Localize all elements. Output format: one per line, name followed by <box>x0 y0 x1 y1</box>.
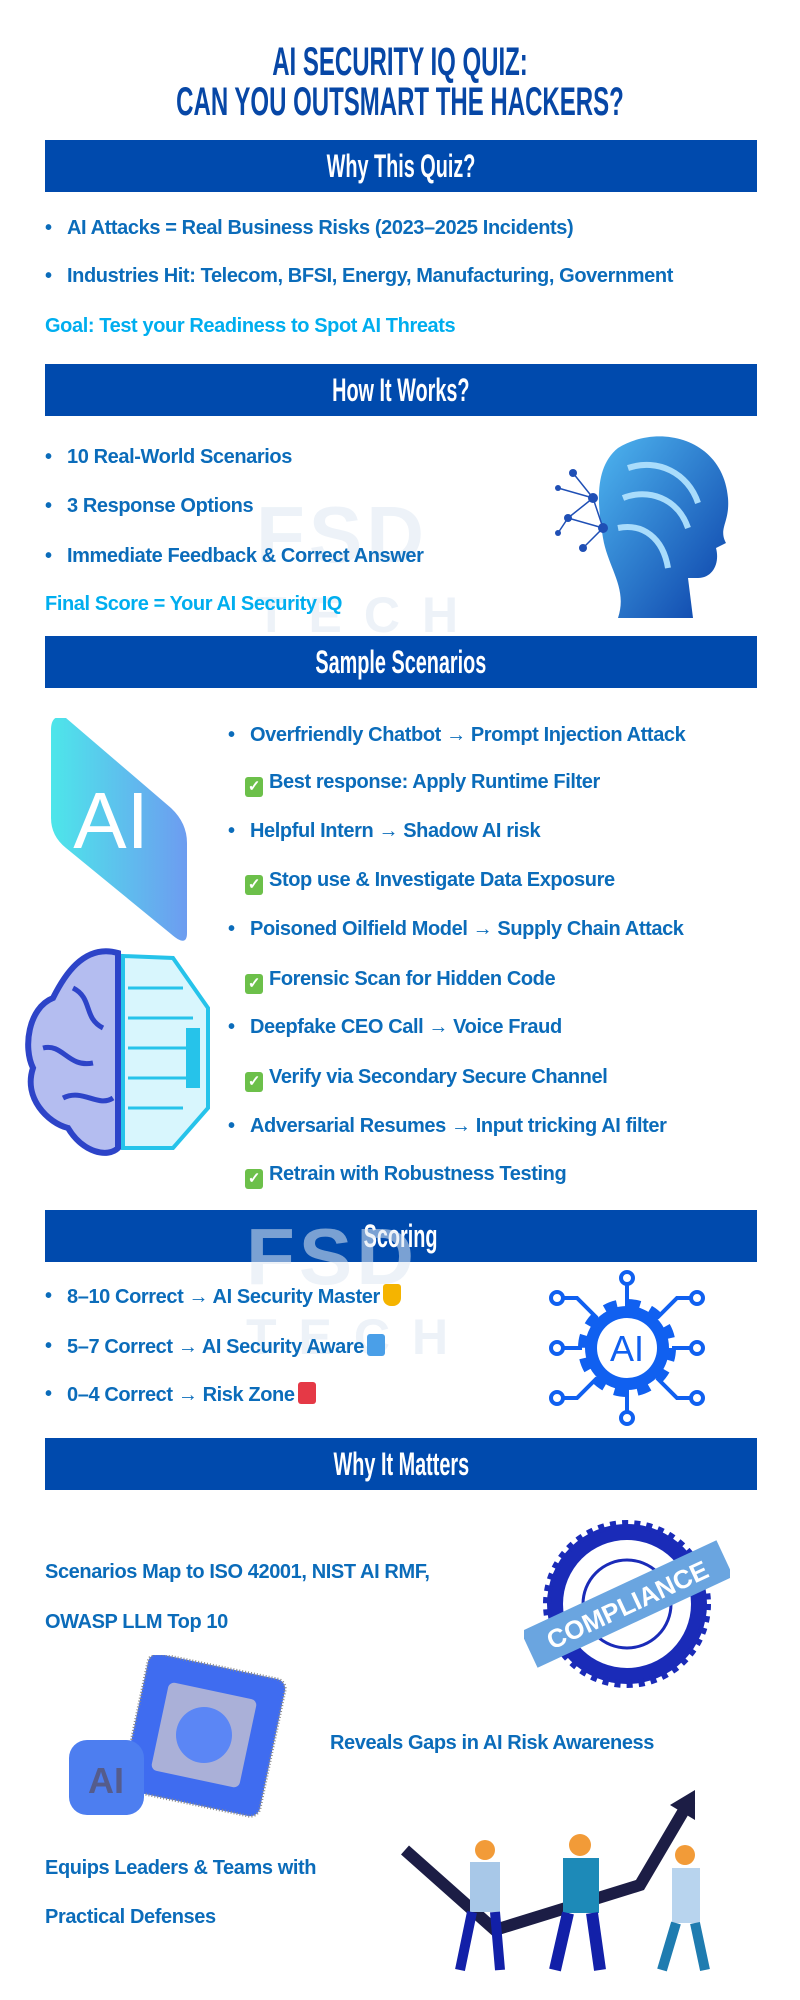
svg-text:AI: AI <box>610 1328 644 1369</box>
compliance-seal-icon: COMPLIANCE <box>524 1520 730 1688</box>
siren-icon <box>297 1382 316 1404</box>
scenario-answer: ✓Forensic Scan for Hidden Code <box>245 967 556 994</box>
list-item: Immediate Feedback & Correct Answer <box>45 544 424 568</box>
team-growth-illustration <box>401 1790 710 1972</box>
section-header-why-it-matters: Why It Matters <box>45 1438 757 1490</box>
scenario-item: Adversarial Resumes → Input tricking AI … <box>228 1114 667 1138</box>
list-item: Industries Hit: Telecom, BFSI, Energy, M… <box>45 264 673 288</box>
score-item-aware: 5–7 Correct → AI Security Aware <box>45 1334 385 1359</box>
page-title-line2: CAN YOU OUTSMART THE HACKERS? <box>176 80 624 124</box>
score-item-master: 8–10 Correct → AI Security Master <box>45 1284 401 1309</box>
svg-text:AI: AI <box>88 1760 124 1801</box>
list-item: 10 Real-World Scenarios <box>45 445 292 469</box>
equips-text-line2: Practical Defenses <box>45 1906 216 1928</box>
check-icon: ✓ <box>245 1072 263 1092</box>
check-icon: ✓ <box>245 974 263 994</box>
check-icon: ✓ <box>245 875 263 895</box>
standards-text-line1: Scenarios Map to ISO 42001, NIST AI RMF, <box>45 1561 430 1583</box>
ai-chip-icon: AI <box>69 1655 287 1818</box>
book-icon <box>367 1334 385 1356</box>
gaps-text: Reveals Gaps in AI Risk Awareness <box>330 1732 655 1754</box>
check-icon: ✓ <box>245 1169 263 1189</box>
page-title-line1: AI SECURITY IQ QUIZ: <box>272 40 528 84</box>
equips-text-line1: Equips Leaders & Teams with <box>45 1857 317 1879</box>
score-item-risk: 0–4 Correct → Risk Zone <box>45 1382 316 1407</box>
section-header-how-it-works: How It Works? <box>45 364 757 416</box>
scenario-answer: ✓Stop use & Investigate Data Exposure <box>245 868 615 895</box>
ai-gear-icon: AI <box>549 1270 705 1426</box>
scenario-item: Helpful Intern → Shadow AI risk <box>228 819 541 843</box>
ai-tile-icon: AI <box>51 718 187 941</box>
scenario-answer: ✓Best response: Apply Runtime Filter <box>245 770 600 797</box>
ai-head-icon <box>555 436 729 618</box>
list-item: AI Attacks = Real Business Risks (2023–2… <box>45 216 574 240</box>
brain-circuit-icon <box>25 948 210 1156</box>
trophy-icon <box>382 1284 401 1306</box>
check-icon: ✓ <box>245 777 263 797</box>
list-item: 3 Response Options <box>45 494 254 518</box>
svg-text:AI: AI <box>73 776 149 865</box>
scenario-item: Overfriendly Chatbot → Prompt Injection … <box>228 723 686 747</box>
scenario-item: Poisoned Oilfield Model → Supply Chain A… <box>228 917 684 941</box>
goal-text: Goal: Test your Readiness to Spot AI Thr… <box>45 315 456 337</box>
scenario-answer: ✓Retrain with Robustness Testing <box>245 1162 567 1189</box>
standards-text-line2: OWASP LLM Top 10 <box>45 1611 228 1633</box>
section-header-why-quiz: Why This Quiz? <box>45 140 757 192</box>
scenario-item: Deepfake CEO Call → Voice Fraud <box>228 1015 562 1039</box>
section-header-scoring: Scoring <box>45 1210 757 1262</box>
section-header-sample-scenarios: Sample Scenarios <box>45 636 757 688</box>
scenario-answer: ✓Verify via Secondary Secure Channel <box>245 1065 608 1092</box>
final-score-text: Final Score = Your AI Security IQ <box>45 593 343 615</box>
